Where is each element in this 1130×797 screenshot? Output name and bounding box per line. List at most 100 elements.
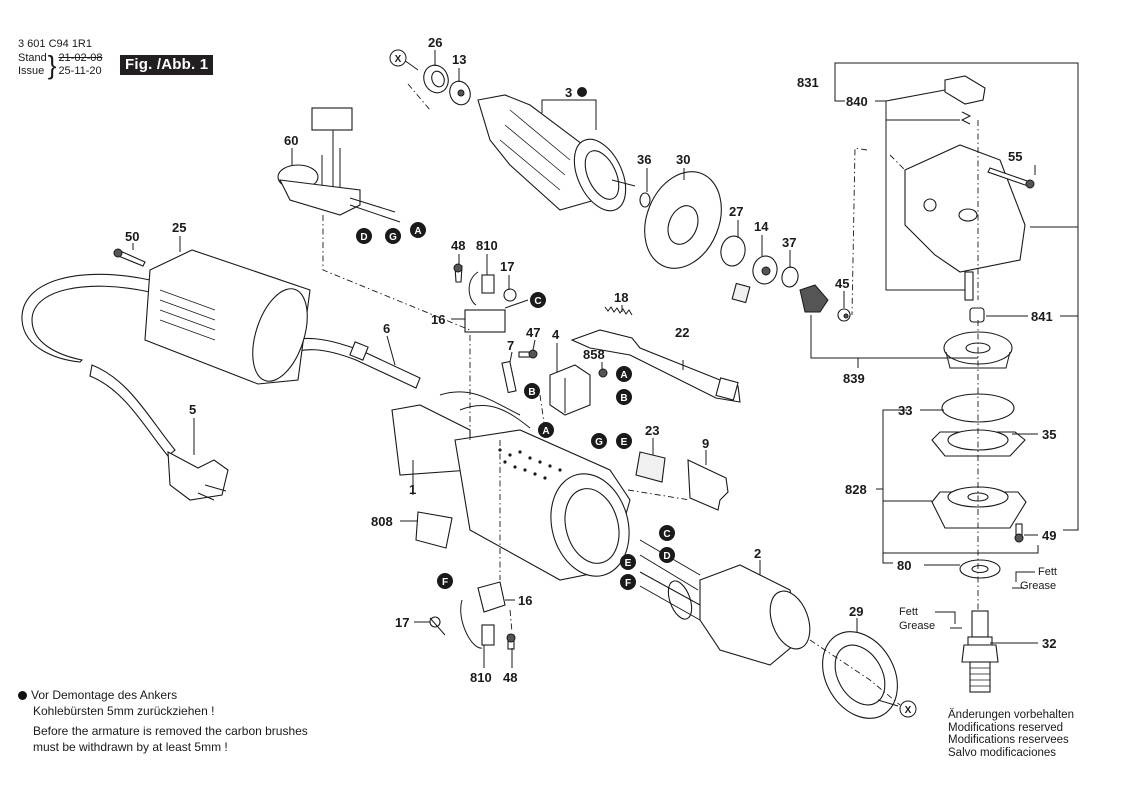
svg-text:E: E bbox=[621, 437, 628, 448]
connector-a-wire: A bbox=[538, 422, 554, 438]
svg-text:D: D bbox=[360, 232, 367, 243]
brush-holder-upper bbox=[453, 263, 517, 333]
part-label-2: 2 bbox=[754, 546, 761, 561]
grease-label-de-upper: Fett bbox=[1038, 566, 1057, 578]
gear-housing bbox=[904, 144, 1026, 301]
part-label-17-lower: 17 bbox=[395, 615, 409, 630]
note-de-line1: Vor Demontage des Ankers bbox=[31, 688, 178, 702]
fan-30 bbox=[644, 171, 722, 269]
brush-holder-lower bbox=[429, 581, 516, 650]
cable-guard bbox=[144, 249, 311, 385]
screw-49 bbox=[1014, 523, 1024, 543]
bearing-13 bbox=[449, 80, 471, 106]
armature-removal-note: Vor Demontage des Ankers Kohlebürsten 5m… bbox=[18, 687, 308, 755]
leader-lines bbox=[132, 50, 1079, 707]
part-label-47: 47 bbox=[526, 325, 540, 340]
connector-x-bottom: X bbox=[899, 700, 917, 718]
note-de-line2: Kohlebürsten 5mm zurückziehen ! bbox=[33, 704, 215, 718]
part-label-80: 80 bbox=[897, 558, 911, 573]
document-number: 3 601 C94 1R1 bbox=[18, 38, 92, 50]
issue-label: Issue bbox=[18, 65, 45, 77]
current-date: 25-11-20 bbox=[58, 65, 102, 77]
connector-a-switch-top: A bbox=[616, 366, 632, 382]
bearing-flange bbox=[931, 486, 1027, 529]
modifications-en: Modifications reserved bbox=[948, 721, 1064, 734]
spindle-lock-button bbox=[944, 75, 986, 125]
label-808 bbox=[415, 511, 453, 549]
part-label-60: 60 bbox=[284, 133, 298, 148]
part-label-1: 1 bbox=[409, 482, 416, 497]
part-label-810-lower: 810 bbox=[470, 670, 492, 685]
spindle-32 bbox=[961, 610, 999, 693]
o-ring-33 bbox=[941, 393, 1015, 423]
connector-e-switch: E bbox=[616, 433, 632, 449]
stand-label: Stand bbox=[18, 52, 47, 64]
part-label-26: 26 bbox=[428, 35, 442, 50]
contact-7 bbox=[501, 360, 517, 394]
bearing-26 bbox=[423, 64, 449, 94]
part-label-9: 9 bbox=[702, 436, 709, 451]
note-en-line2: must be withdrawn by at least 5mm ! bbox=[33, 740, 228, 754]
svg-text:C: C bbox=[663, 529, 670, 540]
note-en-line1: Before the armature is removed the carbo… bbox=[33, 724, 308, 738]
wires bbox=[439, 391, 531, 429]
connector-b-wire: B bbox=[524, 383, 540, 399]
assembly-axes bbox=[322, 83, 979, 706]
connector-c-brush: C bbox=[530, 292, 546, 308]
air-guide bbox=[822, 631, 898, 719]
electronics-module bbox=[277, 107, 401, 223]
part-label-14: 14 bbox=[754, 219, 769, 234]
part-label-16-lower: 16 bbox=[518, 593, 532, 608]
part-label-13: 13 bbox=[452, 52, 466, 67]
svg-text:A: A bbox=[542, 426, 549, 437]
part-label-33: 33 bbox=[898, 403, 912, 418]
part-label-3: 3 bbox=[565, 85, 572, 100]
connector-badges: D G A C A B B A G E C D E F F X X bbox=[356, 49, 917, 718]
part-label-32: 32 bbox=[1042, 636, 1056, 651]
part-label-48-upper: 48 bbox=[451, 238, 465, 253]
svg-text:B: B bbox=[528, 387, 535, 398]
part-label-839: 839 bbox=[843, 371, 865, 386]
ring-27 bbox=[720, 235, 746, 267]
needle-bearing-841 bbox=[969, 307, 985, 323]
switch-lever bbox=[570, 329, 741, 403]
svg-text:F: F bbox=[625, 578, 631, 589]
grease-label-en-lower: Grease bbox=[899, 620, 935, 632]
connector-b-switch: B bbox=[616, 389, 632, 405]
modifications-es: Salvo modificaciones bbox=[948, 746, 1057, 759]
grease-annotations: Fett Grease Fett Grease bbox=[899, 566, 1057, 632]
part-label-810-upper: 810 bbox=[476, 238, 498, 253]
svg-text:E: E bbox=[625, 558, 632, 569]
brace-icon: } bbox=[47, 50, 57, 80]
part-label-50: 50 bbox=[125, 229, 139, 244]
svg-text:C: C bbox=[534, 296, 541, 307]
svg-text:X: X bbox=[395, 54, 402, 65]
washer-37 bbox=[781, 266, 799, 288]
figure-label: Fig. /Abb. 1 bbox=[120, 55, 214, 75]
part-label-841: 841 bbox=[1031, 309, 1053, 324]
part-label-25: 25 bbox=[172, 220, 186, 235]
part-label-55: 55 bbox=[1008, 149, 1022, 164]
part-label-37: 37 bbox=[782, 235, 796, 250]
connector-a-module: A bbox=[410, 222, 426, 238]
part-label-828: 828 bbox=[845, 482, 867, 497]
plug bbox=[167, 451, 229, 501]
connector-e-stator: E bbox=[620, 554, 636, 570]
modifications-notice: Änderungen vorbehalten Modifications res… bbox=[948, 709, 1074, 759]
connector-g-switch: G bbox=[591, 433, 607, 449]
armature bbox=[477, 94, 636, 212]
part-labels: 26 13 3 36 30 27 14 37 45 839 831 840 55… bbox=[125, 35, 1056, 685]
connector-f-brush: F bbox=[437, 573, 453, 589]
part-label-35: 35 bbox=[1042, 427, 1056, 442]
screw-55 bbox=[987, 167, 1035, 189]
motor-housing bbox=[391, 404, 631, 581]
part-label-45: 45 bbox=[835, 276, 849, 291]
part-label-48-lower: 48 bbox=[503, 670, 517, 685]
connector-d-stator: D bbox=[659, 547, 675, 563]
part-label-840: 840 bbox=[846, 94, 868, 109]
svg-text:A: A bbox=[414, 226, 421, 237]
part-label-4: 4 bbox=[552, 327, 560, 342]
spring-18 bbox=[604, 306, 633, 316]
svg-text:G: G bbox=[595, 437, 603, 448]
